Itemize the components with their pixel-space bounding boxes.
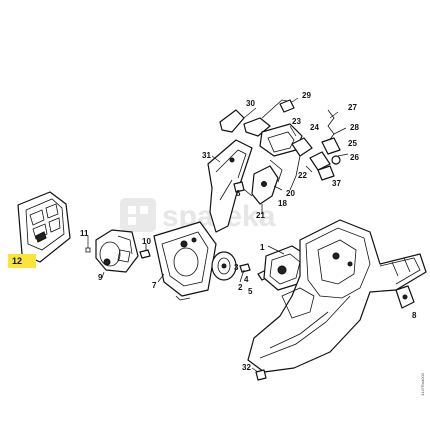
highlight-box-12 [8,254,36,268]
callout-23[interactable]: 23 [292,117,301,126]
part-1-carburetor[interactable] [263,245,309,291]
main-housing[interactable] [247,219,427,373]
callout-30[interactable]: 30 [246,99,255,108]
catalog-number: 4147Rad000 [420,372,425,396]
part-12-air-filter[interactable] [11,191,71,263]
callout-9[interactable]: 9 [98,273,103,282]
callout-18[interactable]: 18 [278,199,287,208]
callout-12[interactable]: 12 [12,256,22,266]
callout-22[interactable]: 22 [298,171,307,180]
callout-37[interactable]: 37 [332,179,341,188]
callout-3[interactable]: 3 [234,263,239,272]
callout-29[interactable]: 29 [302,91,311,100]
part-18-20-21-lever[interactable] [233,165,283,214]
part-7-baffle-plate[interactable] [153,221,217,301]
callout-labels: 12 11 9 10 7 1 3 4 2 5 8 32 31 30 29 23 … [8,91,417,372]
spareka-logo-icon [120,198,156,232]
callout-21[interactable]: 21 [256,211,265,220]
callout-10[interactable]: 10 [142,237,151,246]
part-31-handle[interactable] [207,139,253,233]
part-10-screw[interactable] [139,244,151,259]
callout-32[interactable]: 32 [242,363,251,372]
callout-5[interactable]: 5 [248,287,253,296]
part-9-11-filter-base[interactable] [85,229,139,279]
callout-20[interactable]: 20 [286,189,295,198]
callout-8[interactable]: 8 [412,311,417,320]
callout-1[interactable]: 1 [260,243,265,252]
callout-4[interactable]: 4 [244,275,249,284]
callout-28[interactable]: 28 [350,123,359,132]
callout-26[interactable]: 26 [350,153,359,162]
callout-25[interactable]: 25 [348,139,357,148]
callout-2[interactable]: 2 [238,283,243,292]
part-29-30-throttle-lock[interactable] [219,97,299,137]
callout-27[interactable]: 27 [348,103,357,112]
part-32-screw[interactable] [251,367,267,381]
callout-7[interactable]: 7 [152,281,157,290]
callout-6[interactable]: 6 [236,189,241,198]
callout-11[interactable]: 11 [80,229,89,238]
part-8-clip[interactable] [395,285,415,309]
part-5-gasket[interactable] [211,251,237,281]
callout-24[interactable]: 24 [310,123,319,132]
part-22-23-24-trigger[interactable] [259,123,313,191]
callout-31[interactable]: 31 [202,151,211,160]
part-25-28-37-springs[interactable] [305,109,349,181]
